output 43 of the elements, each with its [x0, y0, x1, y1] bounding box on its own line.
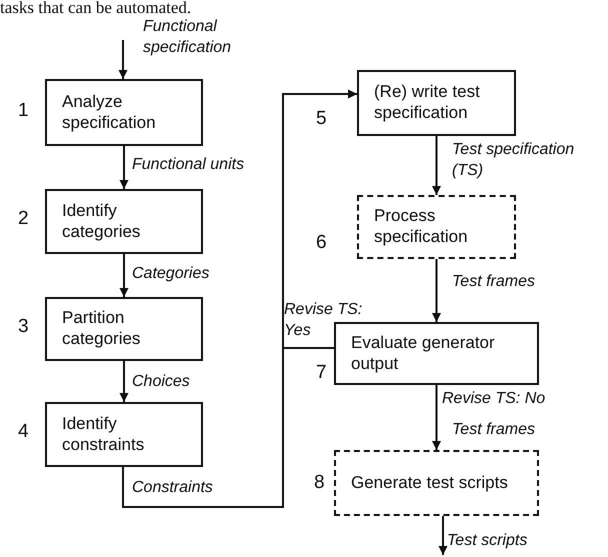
edge-label: Categories: [132, 264, 210, 284]
process-box: [45, 402, 203, 467]
process-box: [45, 189, 203, 254]
process-box: [334, 322, 539, 385]
arrow: [432, 136, 441, 195]
arrow: [120, 254, 128, 297]
step-number: 3: [18, 316, 29, 338]
arrow: [438, 516, 448, 555]
box-text: (Re) write test specification: [374, 82, 480, 122]
arrow: [432, 385, 441, 450]
step-number: 4: [18, 421, 29, 443]
box-text: Identify constraints: [62, 414, 144, 454]
edge-label: Constraints: [132, 478, 213, 498]
flow-label: Test frames: [452, 420, 535, 440]
arrow: [432, 259, 441, 322]
step-number: 1: [18, 100, 29, 122]
process-box: [357, 195, 516, 259]
edge-label: Choices: [132, 372, 190, 392]
edge-label: Functional units: [132, 155, 244, 175]
box-text: Identify categories: [62, 200, 140, 240]
edge-label: Test frames: [452, 272, 535, 292]
edge-label: Revise TS: No: [442, 389, 546, 409]
arrow: [282, 90, 357, 349]
step-number: 2: [18, 208, 29, 230]
box-text: Partition categories: [62, 308, 140, 348]
arrow: [118, 40, 128, 79]
process-box: [45, 79, 203, 146]
edge-label: Test specification (TS): [452, 140, 576, 181]
step-number: 7: [316, 362, 327, 384]
body-text: tasks that can be automated.: [0, 0, 192, 19]
edge-label: Test scripts: [447, 531, 528, 551]
process-box: [357, 70, 516, 136]
arrow: [120, 361, 128, 402]
process-box: [45, 297, 203, 361]
box-text: Generate test scripts: [351, 472, 508, 492]
step-number: 8: [314, 472, 325, 494]
arrow: [120, 146, 128, 189]
process-box: [334, 450, 539, 516]
step-number: 5: [316, 108, 327, 130]
box-text: Process specification: [374, 206, 468, 246]
step-number: 6: [316, 232, 327, 254]
edge-label: Functional specification: [143, 17, 232, 58]
box-text: Analyze specification: [62, 92, 156, 132]
